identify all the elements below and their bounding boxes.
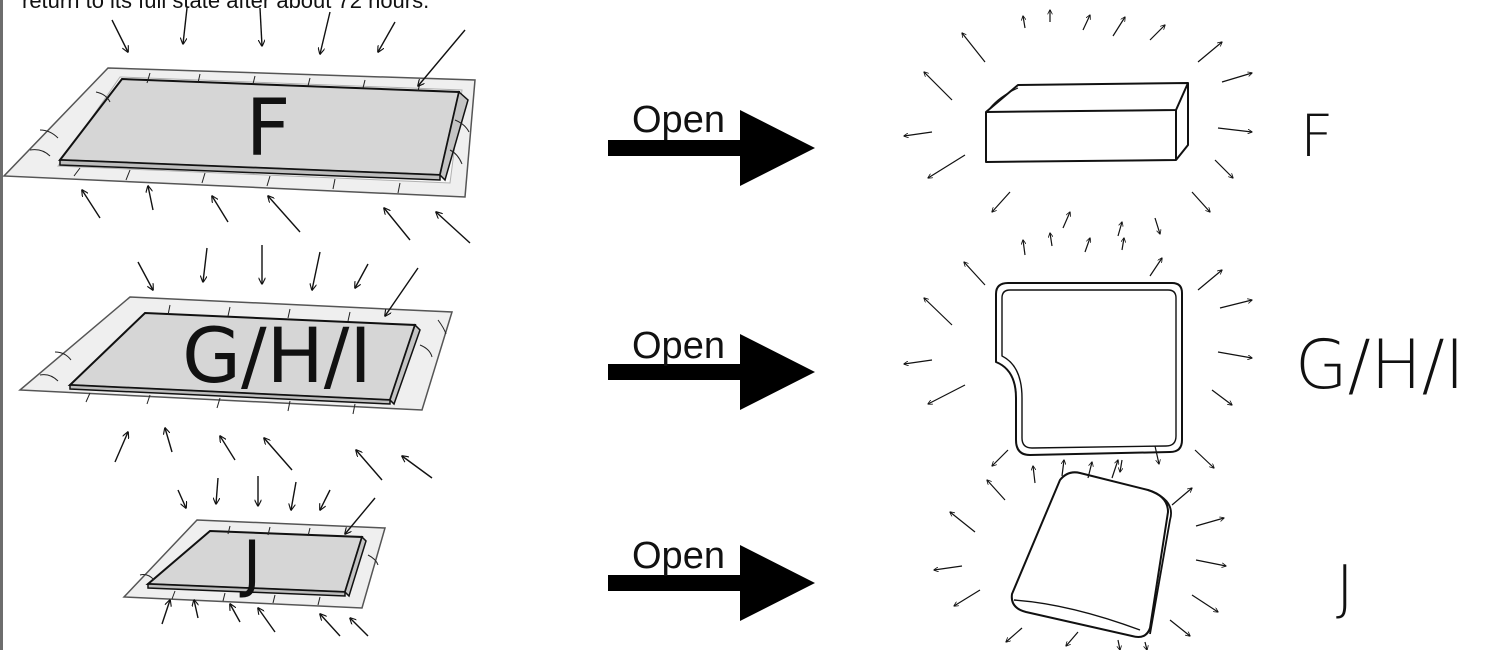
expansion-arrows-ghi (904, 212, 1252, 468)
compressed-package-ghi: G/H/I (18, 296, 453, 415)
result-label-j: J (1336, 553, 1354, 623)
open-label-ghi: Open (632, 325, 725, 367)
open-arrow-f: Open (608, 99, 815, 186)
open-label-f: Open (632, 99, 725, 141)
package-label-ghi: G/H/I (182, 311, 372, 400)
expanded-cushion-ghi (995, 282, 1183, 456)
compression-arrows-ghi (114, 245, 433, 481)
expanded-block-f (985, 82, 1189, 163)
compressed-package-j: J (122, 519, 386, 609)
compression-arrows-j (161, 476, 376, 637)
open-arrow-ghi: Open (608, 325, 815, 410)
left-border (0, 0, 3, 650)
result-label-ghi: G/H/I (1295, 326, 1465, 405)
caption-text: return to its full state after about 72 … (22, 0, 430, 13)
open-arrow-j: Open (608, 535, 815, 621)
expansion-arrows-j (934, 445, 1226, 650)
result-label-f: F (1300, 102, 1333, 170)
package-label-f: F (246, 84, 291, 174)
compressed-package-f: F (2, 67, 476, 198)
expanded-cushion-j (1010, 471, 1172, 638)
compression-arrows-f (82, 7, 471, 244)
package-label-j: J (239, 527, 261, 600)
open-label-j: Open (632, 535, 725, 577)
expansion-arrows-f (904, 10, 1252, 212)
